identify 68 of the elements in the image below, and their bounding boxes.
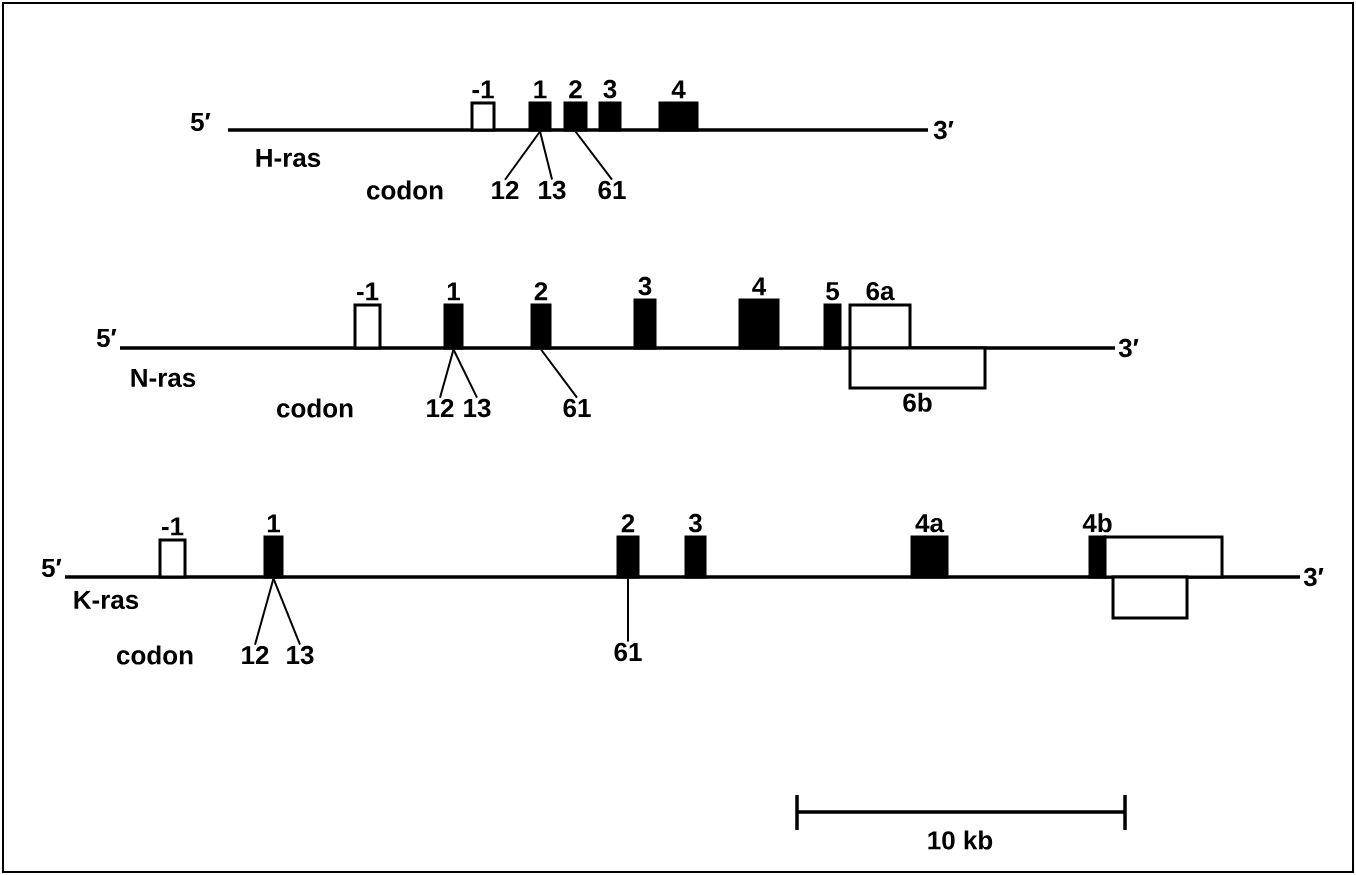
codon-number: 13 — [464, 398, 491, 418]
node-label: 5 — [826, 282, 840, 301]
node-label: 3 — [603, 79, 617, 99]
node-label: 4 — [671, 80, 686, 99]
exon-box: 1 — [263, 514, 284, 579]
gene-label: 3′ — [1118, 338, 1139, 358]
exon-box: 4 — [658, 80, 699, 132]
gene-label: codon — [277, 398, 353, 418]
codon-number: 13 — [539, 180, 566, 200]
leader-line — [439, 348, 455, 399]
leader-line — [272, 577, 301, 646]
exon-box: 1 — [528, 80, 552, 132]
exon-box: 1 — [443, 282, 464, 350]
gene-label: 5′ — [190, 112, 211, 132]
exon-box: 4a — [910, 514, 949, 579]
node-label: 6a — [866, 281, 895, 301]
utr-box — [1103, 535, 1224, 579]
node-label: 3 — [638, 276, 652, 296]
codon-number: 12 — [242, 645, 269, 665]
node-label: 1 — [534, 80, 547, 99]
node-label: 2 — [621, 514, 635, 533]
gene-label: H-ras — [256, 148, 321, 168]
gene-label: N-ras — [131, 368, 196, 388]
exon-box: 4 — [738, 277, 780, 350]
gene-label: K-ras — [74, 590, 139, 610]
node-label: 3 — [688, 513, 702, 533]
exon-box: -1 — [353, 282, 382, 350]
leader-line — [504, 130, 541, 181]
codon-number: 61 — [614, 642, 642, 662]
gene-label: 3′ — [933, 120, 954, 140]
gene-label: 5′ — [41, 558, 62, 578]
exon-box: 3 — [598, 79, 622, 132]
leader-line — [254, 577, 275, 646]
leader-line — [452, 348, 478, 399]
node-label: 2 — [534, 282, 548, 301]
exon-box: 2 — [616, 514, 640, 579]
gene-label: 5′ — [96, 328, 117, 348]
leader-line — [627, 577, 629, 643]
node-label: 1 — [447, 282, 461, 301]
exon-box: -1 — [158, 517, 187, 579]
exon-box: 2 — [530, 282, 552, 350]
node-label: 2 — [569, 80, 582, 99]
exon-box: 5 — [823, 282, 842, 350]
node-label: -1 — [472, 80, 494, 99]
scale-label: 10 kb — [928, 830, 993, 850]
node-label: -1 — [161, 517, 184, 536]
leader-line — [574, 130, 613, 181]
codon-number: 61 — [563, 398, 591, 418]
node-label: 1 — [267, 514, 281, 533]
codon-number: 12 — [492, 180, 519, 200]
exon-box: -1 — [470, 80, 496, 132]
node-label: 4b — [1082, 513, 1112, 533]
leader-line — [539, 130, 553, 181]
gene-label: codon — [117, 645, 193, 665]
utr-box — [1111, 575, 1189, 620]
node-label: -1 — [356, 282, 379, 301]
codon-number: 61 — [598, 180, 626, 200]
leader-line — [540, 348, 578, 399]
codon-number: 13 — [287, 645, 314, 665]
gene-label: 3′ — [1303, 567, 1324, 587]
exon-box: 3 — [633, 276, 657, 350]
gene-label: codon — [367, 180, 443, 200]
exon-box: 2 — [563, 80, 588, 132]
node-label: 6b — [903, 392, 932, 412]
codon-number: 12 — [427, 398, 454, 418]
exon-box: 3 — [684, 513, 707, 579]
node-label: 4a — [915, 514, 945, 533]
node-label: 4 — [752, 277, 767, 296]
